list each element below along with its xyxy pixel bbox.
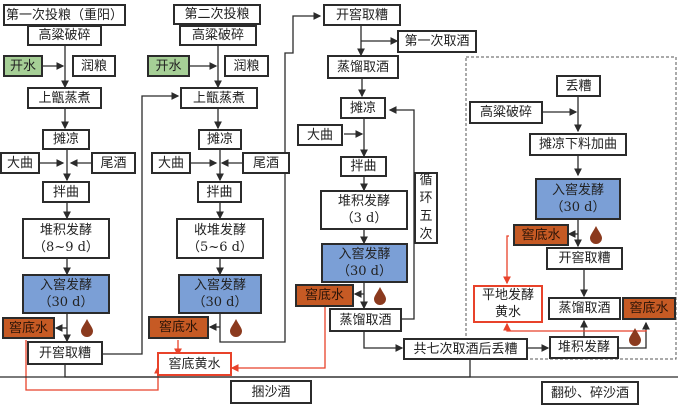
c2-water: 开水 bbox=[147, 55, 190, 77]
c2-pit-ferment-label: 入窖发酵 bbox=[193, 278, 246, 293]
c2-mix: 拌曲 bbox=[197, 181, 242, 203]
c3-open-pit: 开窖取糟 bbox=[323, 4, 401, 26]
red-arrow-c4-groundferment bbox=[503, 235, 511, 285]
c2-crush: 高粱破碎 bbox=[179, 25, 257, 46]
c2-pit-days: （30 d） bbox=[192, 295, 248, 310]
c3-cycle-five: 循 环 五 次 bbox=[414, 172, 438, 244]
c2-pile-ferment: 收堆发酵 （5~6 d） bbox=[176, 218, 264, 259]
drop-icon bbox=[374, 287, 386, 305]
c2-pile-days: （5~6 d） bbox=[187, 239, 253, 255]
c2-tail-liquor: 尾酒 bbox=[242, 152, 290, 174]
c2-cool: 摊凉 bbox=[198, 129, 242, 150]
arrow-c2-to-c3-open bbox=[219, 12, 322, 343]
c4-yellow-water-label: 黄水 bbox=[494, 305, 521, 320]
c2-soak: 润粮 bbox=[224, 55, 269, 77]
c3-pile-ferment: 堆积发酵 （3 d） bbox=[320, 190, 408, 230]
c4-distill: 蒸馏取酒 bbox=[548, 297, 621, 320]
c3-cycle-char: 环 bbox=[419, 191, 433, 206]
c4-pit-days: （30 d） bbox=[550, 200, 606, 215]
c1-pit-ferment-label: 入窖发酵 bbox=[39, 278, 92, 293]
c1-pile-ferment: 堆积发酵 （8~9 d） bbox=[22, 218, 110, 259]
c1-cool: 摊凉 bbox=[42, 129, 90, 150]
c3-discard-after-seven: 共七次取酒后丢糟 bbox=[403, 338, 528, 360]
c3-pit-ferment: 入窖发酵 （30 d） bbox=[321, 243, 408, 283]
c3-pit-water: 窖底水 bbox=[295, 284, 354, 307]
drop-icon bbox=[590, 226, 602, 244]
c3-daqu: 大曲 bbox=[297, 124, 343, 146]
c3-pit-ferment-label: 入窖发酵 bbox=[338, 247, 391, 262]
c2-pit-water: 窖底水 bbox=[148, 316, 209, 339]
c4-pile-ferment: 堆积发酵 bbox=[549, 336, 619, 359]
kunsha-label: 捆沙酒 bbox=[230, 380, 312, 404]
c2-title: 第二次投粮 bbox=[173, 4, 261, 25]
c2-steam: 上甑蒸煮 bbox=[180, 87, 258, 109]
c4-discard: 丢糟 bbox=[556, 75, 601, 97]
c1-pile-days: （8~9 d） bbox=[33, 239, 99, 255]
c1-pit-days: （30 d） bbox=[38, 295, 94, 310]
drop-icon bbox=[629, 328, 641, 346]
c1-pit-water: 窖底水 bbox=[2, 317, 55, 339]
red-arrow-c4-pitwater-return bbox=[503, 322, 647, 332]
c1-water: 开水 bbox=[3, 55, 43, 77]
c4-crush: 高粱破碎 bbox=[469, 101, 543, 124]
c2-daqu: 大曲 bbox=[151, 152, 191, 174]
c1-tail-liquor: 尾酒 bbox=[91, 152, 136, 174]
c4-ground-ferment-label: 平地发酵 bbox=[481, 288, 534, 303]
c1-mix: 拌曲 bbox=[42, 181, 90, 203]
c3-distill: 蒸馏取酒 bbox=[327, 55, 399, 79]
c3-cool: 摊凉 bbox=[340, 97, 386, 119]
c4-pit-ferment-label: 入窖发酵 bbox=[551, 183, 604, 198]
c1-soak: 润粮 bbox=[72, 55, 116, 77]
c1-title: 第一次投粮（重阳） bbox=[3, 4, 126, 26]
drop-icon bbox=[230, 319, 242, 337]
c4-ground-ferment: 平地发酵 黄水 bbox=[473, 285, 543, 323]
arrow-c3-to-discard bbox=[363, 331, 404, 352]
c3-cycle-char: 次 bbox=[419, 227, 433, 242]
c3-mix: 拌曲 bbox=[340, 156, 387, 177]
c3-cycle-char: 循 bbox=[419, 173, 433, 188]
c4-pit-water2: 窖底水 bbox=[622, 297, 676, 320]
fansha-label: 翻砂、碎沙酒 bbox=[541, 381, 639, 405]
c3-pit-days: （30 d） bbox=[337, 264, 392, 279]
c1-crush: 高粱破碎 bbox=[27, 25, 102, 46]
c2-yellow-water: 窖底黄水 bbox=[157, 352, 232, 376]
c1-steam: 上甑蒸煮 bbox=[27, 87, 102, 109]
c3-first-liquor: 第一次取酒 bbox=[397, 30, 477, 53]
drop-icon bbox=[81, 319, 93, 337]
c1-open-pit: 开窖取糟 bbox=[27, 341, 103, 365]
fansha-region-border bbox=[465, 56, 677, 360]
c3-distill2: 蒸馏取酒 bbox=[329, 308, 402, 332]
c3-cycle-char: 五 bbox=[419, 209, 433, 224]
c4-open-pit: 开窖取糟 bbox=[546, 247, 623, 270]
c3-pile-days: （3 d） bbox=[340, 211, 388, 226]
c2-pit-ferment: 入窖发酵 （30 d） bbox=[178, 274, 262, 314]
c4-pit-water: 窖底水 bbox=[513, 224, 569, 246]
c2-pile-ferment-label: 收堆发酵 bbox=[193, 222, 246, 238]
c1-daqu: 大曲 bbox=[0, 152, 40, 174]
c4-cool-mix: 摊凉下料加曲 bbox=[529, 133, 627, 156]
arrow-c1-to-c2-steam bbox=[102, 92, 180, 355]
c4-pit-ferment: 入窖发酵 （30 d） bbox=[535, 178, 621, 220]
c1-pit-ferment: 入窖发酵 （30 d） bbox=[22, 274, 110, 314]
c3-pile-ferment-label: 堆积发酵 bbox=[337, 194, 390, 209]
red-arrow-c3-yellowwater bbox=[230, 307, 326, 372]
c1-pile-ferment-label: 堆积发酵 bbox=[39, 222, 92, 238]
red-arrow-c1-yellowwater bbox=[25, 340, 162, 391]
